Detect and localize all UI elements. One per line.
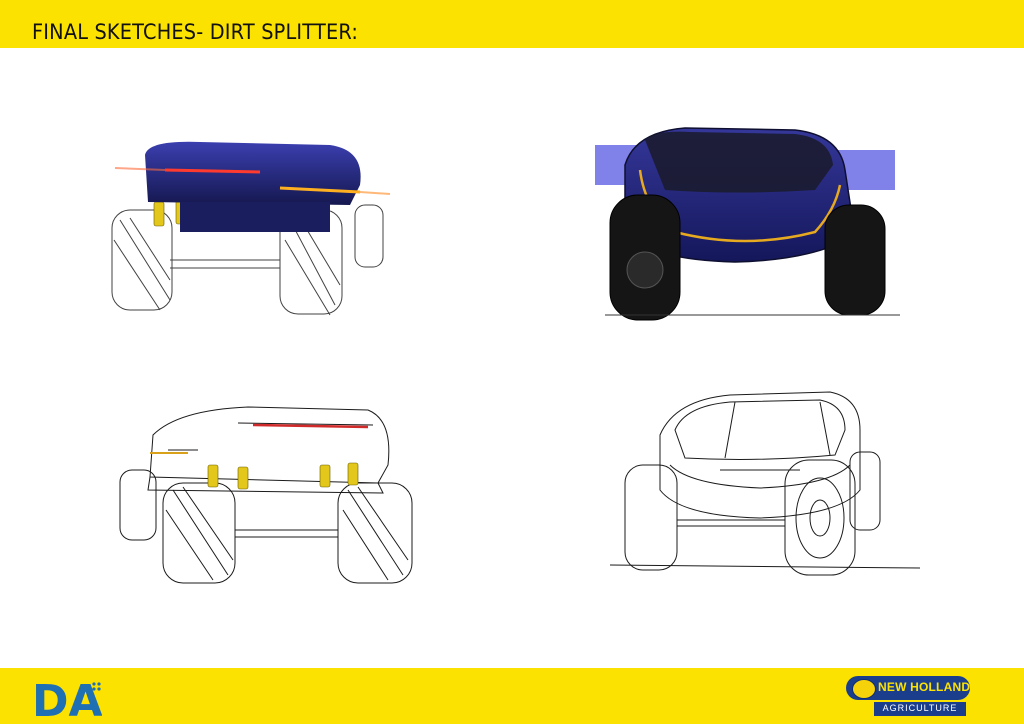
new-holland-logo: NEW HOLLAND AGRICULTURE [846, 676, 970, 718]
front-line-vehicle-icon [609, 391, 921, 576]
sketch-rear-rendered [30, 110, 500, 350]
new-holland-banner: NEW HOLLAND [846, 676, 970, 700]
front-rendered-vehicle-icon [595, 127, 900, 321]
new-holland-brand: NEW HOLLAND [878, 680, 971, 694]
agriculture-banner: AGRICULTURE [874, 702, 966, 716]
sketch-front-rendered [515, 110, 995, 350]
agriculture-label: AGRICULTURE [882, 703, 958, 713]
rear-rendered-vehicle-icon [111, 141, 391, 316]
page-title: FINAL SKETCHES- DIRT SPLITTER: [32, 20, 359, 44]
da-logo-text: DA [32, 676, 102, 722]
sketch-rear-line [38, 365, 498, 605]
header-bar: FINAL SKETCHES- DIRT SPLITTER: [0, 0, 1024, 48]
da-logo: DA [30, 672, 103, 727]
da-logo-icon: DA [32, 676, 103, 727]
leaf-badge-icon [852, 679, 876, 699]
sketch-front-line [560, 370, 990, 600]
rear-line-vehicle-icon [119, 406, 413, 584]
